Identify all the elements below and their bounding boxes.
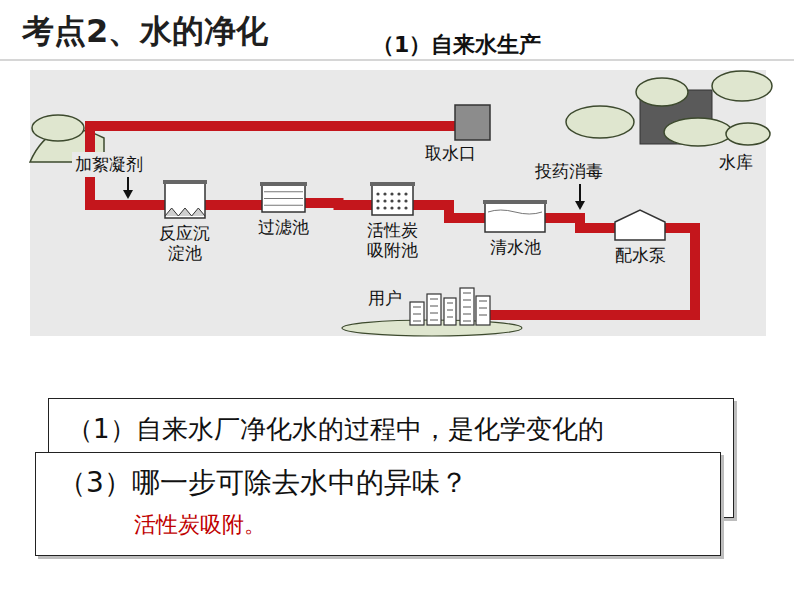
process-note: 加絮凝剂 bbox=[72, 152, 146, 177]
window-row bbox=[479, 301, 487, 302]
window-row bbox=[430, 320, 438, 321]
window-row bbox=[447, 303, 453, 304]
question-box: （3）哪一步可除去水中的异味？ 活性炭吸附。 bbox=[35, 452, 721, 556]
window-row bbox=[479, 315, 487, 316]
node-outline bbox=[165, 180, 205, 218]
window-row bbox=[479, 308, 487, 309]
process-note: 投药消毒 bbox=[532, 159, 606, 184]
carbon-grain bbox=[376, 192, 379, 195]
picture-ground bbox=[30, 70, 766, 336]
node-label: 反应沉淀池 bbox=[158, 223, 212, 264]
tank-rim bbox=[370, 182, 415, 186]
tree bbox=[636, 78, 688, 106]
tree bbox=[712, 71, 772, 101]
intake-node: 取水口 bbox=[455, 105, 490, 140]
tank-body bbox=[262, 185, 305, 212]
node-label: 用户 bbox=[368, 288, 402, 308]
filter-layer bbox=[264, 205, 303, 206]
node-outline bbox=[262, 182, 305, 212]
tank-body bbox=[485, 203, 545, 232]
carbon-grain bbox=[390, 192, 393, 195]
carbon-grain bbox=[404, 206, 407, 209]
carbon-grain bbox=[397, 206, 400, 209]
title-rule bbox=[0, 59, 794, 61]
carbon-grain bbox=[397, 192, 400, 195]
carbon-grain bbox=[390, 206, 393, 209]
tank-rim bbox=[163, 180, 207, 184]
carbon-grain bbox=[383, 192, 386, 195]
subtitle: （1）自来水生产 bbox=[372, 30, 541, 60]
node-outline bbox=[615, 210, 665, 240]
tree bbox=[664, 118, 732, 146]
tank-body bbox=[165, 183, 205, 218]
window-row bbox=[430, 313, 438, 314]
window-row bbox=[413, 314, 421, 315]
filter-layer bbox=[264, 191, 303, 192]
node-outline bbox=[410, 288, 490, 325]
tank-rim bbox=[260, 182, 307, 186]
building bbox=[460, 288, 474, 325]
window-row bbox=[430, 306, 438, 307]
window-row bbox=[447, 310, 453, 311]
node-label: 清水池 bbox=[490, 237, 541, 257]
node-label: （1）自来水厂净化水的过程中，是化学变化的 bbox=[67, 413, 715, 447]
pump-house bbox=[615, 210, 665, 240]
window-row bbox=[463, 293, 471, 294]
building bbox=[444, 298, 456, 325]
window-row bbox=[430, 299, 438, 300]
node-label: 活性炭吸附池 bbox=[365, 220, 419, 261]
carbon-grain bbox=[397, 199, 400, 202]
window-row bbox=[463, 300, 471, 301]
water-pipe bbox=[205, 200, 262, 210]
arrowhead bbox=[123, 190, 133, 199]
carbon-grain bbox=[390, 199, 393, 202]
filter-layer bbox=[264, 198, 303, 199]
water-pipe bbox=[545, 218, 615, 228]
building bbox=[427, 294, 441, 325]
node-outline bbox=[455, 105, 490, 140]
carbon-grain bbox=[376, 199, 379, 202]
intake-box bbox=[455, 105, 490, 140]
tree bbox=[726, 123, 770, 145]
answer-text: 活性炭吸附。 bbox=[134, 511, 698, 540]
window-row bbox=[413, 307, 421, 308]
node-label: 过滤池 bbox=[258, 217, 309, 237]
carbon-grain bbox=[376, 206, 379, 209]
filter-node: 过滤池 bbox=[262, 182, 305, 212]
settle-node: 反应沉淀池 bbox=[165, 180, 205, 218]
node-outline bbox=[485, 200, 545, 232]
water-pipe bbox=[413, 205, 485, 218]
carbon-grain bbox=[383, 199, 386, 202]
slide-title: 考点2、水的净化 bbox=[22, 10, 268, 54]
window-row bbox=[463, 321, 471, 322]
pump-node: 配水泵 bbox=[615, 210, 665, 240]
tank-body bbox=[372, 185, 413, 215]
node-label: （3）哪一步可除去水中的异味？ bbox=[58, 465, 698, 501]
tree bbox=[32, 115, 84, 141]
node-label: 配水泵 bbox=[615, 245, 666, 265]
water-surface bbox=[488, 210, 542, 214]
arrowhead bbox=[575, 201, 585, 210]
building bbox=[410, 302, 424, 325]
carbon-grain bbox=[383, 206, 386, 209]
node-label: 取水口 bbox=[425, 143, 476, 163]
tree bbox=[566, 106, 634, 138]
place-name: 水库 bbox=[716, 150, 756, 175]
clear-node: 清水池 bbox=[485, 200, 545, 232]
carbon-grain bbox=[404, 199, 407, 202]
window-row bbox=[463, 314, 471, 315]
node-outline bbox=[372, 182, 413, 215]
sludge-hopper bbox=[165, 208, 205, 216]
carbon-grain bbox=[404, 192, 407, 195]
window-row bbox=[447, 317, 453, 318]
users-node: 用户 bbox=[410, 288, 490, 325]
tank-rim bbox=[483, 200, 547, 204]
water-pipe bbox=[490, 228, 695, 315]
water-pipe bbox=[305, 203, 372, 205]
carbon-node: 活性炭吸附池 bbox=[372, 182, 413, 215]
window-row bbox=[463, 307, 471, 308]
window-row bbox=[413, 321, 421, 322]
building bbox=[476, 296, 490, 325]
